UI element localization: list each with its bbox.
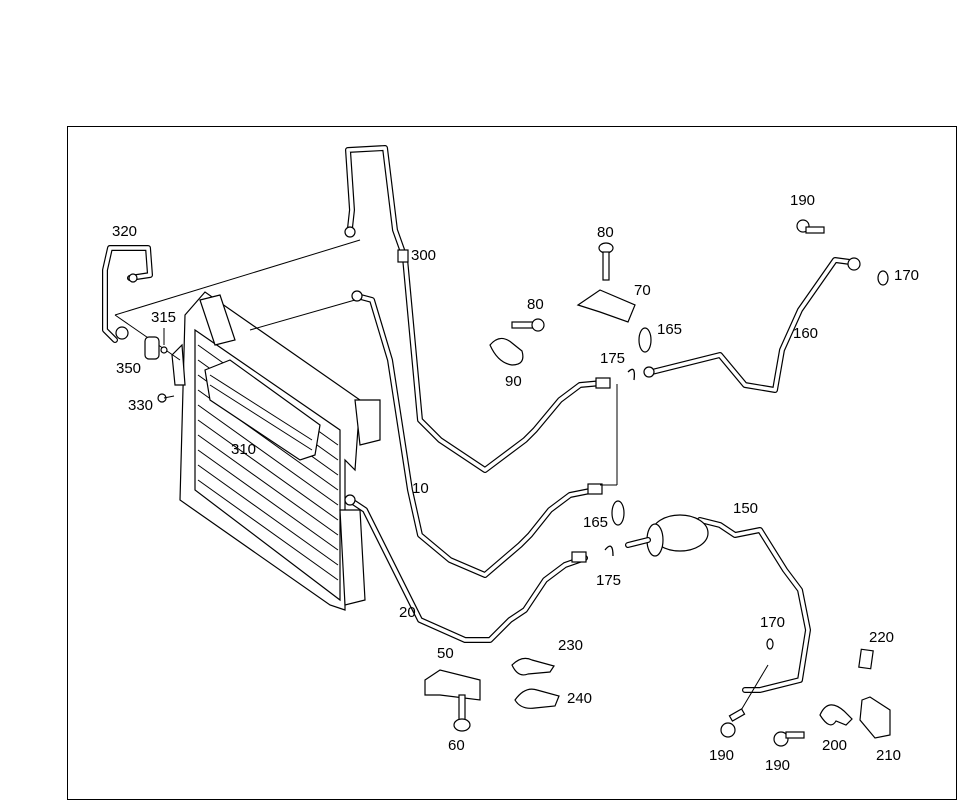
- callout-330: 330: [128, 397, 154, 414]
- callout-350: 350: [116, 360, 142, 377]
- bolt-190-top: [796, 219, 825, 234]
- callout-190-top: 190: [790, 192, 816, 209]
- line-20: [344, 494, 588, 643]
- oring-170-top: [877, 270, 889, 286]
- callout-170-bottom: 170: [760, 614, 786, 631]
- line-150: [625, 514, 811, 713]
- clamp-90: [489, 337, 524, 366]
- condenser-310: [171, 291, 381, 611]
- callout-300: 300: [411, 247, 437, 264]
- line-160: [643, 257, 861, 393]
- seal-165-top: [638, 327, 652, 353]
- callout-150: 150: [733, 500, 759, 517]
- line-10: [351, 290, 603, 578]
- callout-170-top: 170: [894, 267, 920, 284]
- diagram-frame: [67, 126, 957, 800]
- bolt-330: [157, 393, 175, 403]
- callout-165-mid: 165: [583, 514, 609, 531]
- callout-175-mid: 175: [596, 572, 622, 589]
- seal-165-mid: [611, 500, 625, 526]
- callout-310: 310: [231, 441, 257, 458]
- nut-230: [511, 657, 555, 676]
- clamp-200: [819, 704, 853, 726]
- callout-165-top: 165: [657, 321, 683, 338]
- line-320: [102, 245, 153, 343]
- callout-90: 90: [505, 373, 522, 390]
- bracket-210: [859, 696, 891, 739]
- callout-70: 70: [634, 282, 651, 299]
- callout-315: 315: [151, 309, 177, 326]
- callout-240: 240: [567, 690, 593, 707]
- oring-315: [160, 346, 168, 354]
- clip-175-top: [627, 368, 636, 381]
- screw-80-top: [598, 242, 614, 281]
- callout-190-left: 190: [709, 747, 735, 764]
- callout-10: 10: [412, 480, 429, 497]
- line-300: [344, 145, 611, 473]
- clip-175-mid: [604, 545, 614, 557]
- fitting-350: [144, 336, 160, 360]
- callout-80-top: 80: [597, 224, 614, 241]
- screw-80-mid: [511, 318, 545, 332]
- callout-230: 230: [558, 637, 584, 654]
- callout-80-mid: 80: [527, 296, 544, 313]
- bolt-190-left: [720, 708, 746, 738]
- callout-20: 20: [399, 604, 416, 621]
- callout-190-right: 190: [765, 757, 791, 774]
- bolt-190-right: [773, 731, 805, 747]
- clip-220: [858, 648, 874, 670]
- bracket-50: [424, 669, 481, 701]
- callout-60: 60: [448, 737, 465, 754]
- callout-220: 220: [869, 629, 895, 646]
- oring-170-bottom: [766, 638, 774, 650]
- callout-210: 210: [876, 747, 902, 764]
- nut-240: [514, 688, 560, 709]
- callout-50: 50: [437, 645, 454, 662]
- callout-175-top: 175: [600, 350, 626, 367]
- callout-160: 160: [793, 325, 819, 342]
- callout-320: 320: [112, 223, 138, 240]
- screw-60: [453, 694, 471, 732]
- bracket-70: [576, 289, 636, 323]
- callout-200: 200: [822, 737, 848, 754]
